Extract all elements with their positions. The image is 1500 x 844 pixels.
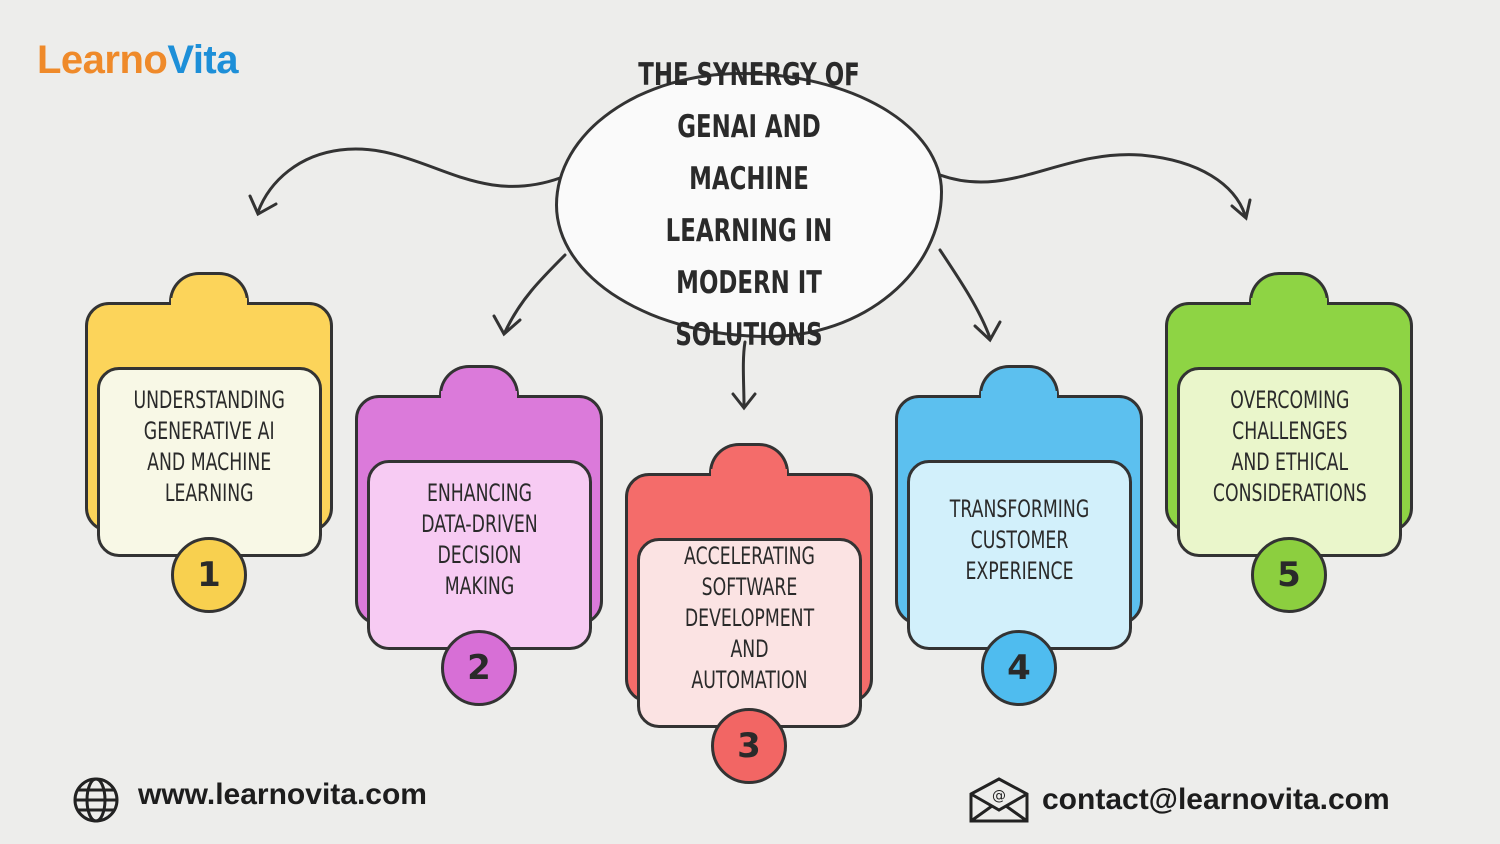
card-text: Transforming Customer Experience [949, 494, 1090, 585]
card-number-badge: 5 [1251, 537, 1327, 613]
arrow-to-card-2 [492, 253, 567, 337]
learnovita-logo: LearnoVita [37, 38, 238, 82]
central-title-cloud: The Synergy of GenAI and Machine Learnin… [555, 57, 943, 353]
svg-text:@: @ [992, 788, 1006, 804]
card-number-badge: 3 [711, 708, 787, 784]
card-text: Enhancing Data-Driven Decision Making [421, 479, 538, 600]
card-text: Overcoming Challenges and Ethical Consid… [1212, 386, 1367, 507]
card-text: Understanding Generative AI and Machine … [133, 386, 286, 507]
card-number-badge: 1 [171, 537, 247, 613]
website-link[interactable]: www.learnovita.com [138, 778, 427, 811]
arrow-to-card-5 [938, 153, 1252, 221]
email-link[interactable]: contact@learnovita.com [1042, 783, 1390, 816]
arrow-to-card-1 [248, 147, 562, 217]
card-text: Accelerating Software Development and Au… [684, 541, 815, 694]
card-number-badge: 4 [981, 630, 1057, 706]
globe-icon [73, 777, 119, 823]
arrow-to-card-3 [731, 340, 757, 411]
email-envelope-icon: @ [969, 777, 1029, 823]
card-number-badge: 2 [441, 630, 517, 706]
arrow-to-card-4 [938, 248, 1002, 343]
diagram-title: The Synergy of GenAI and Machine Learnin… [638, 57, 860, 353]
